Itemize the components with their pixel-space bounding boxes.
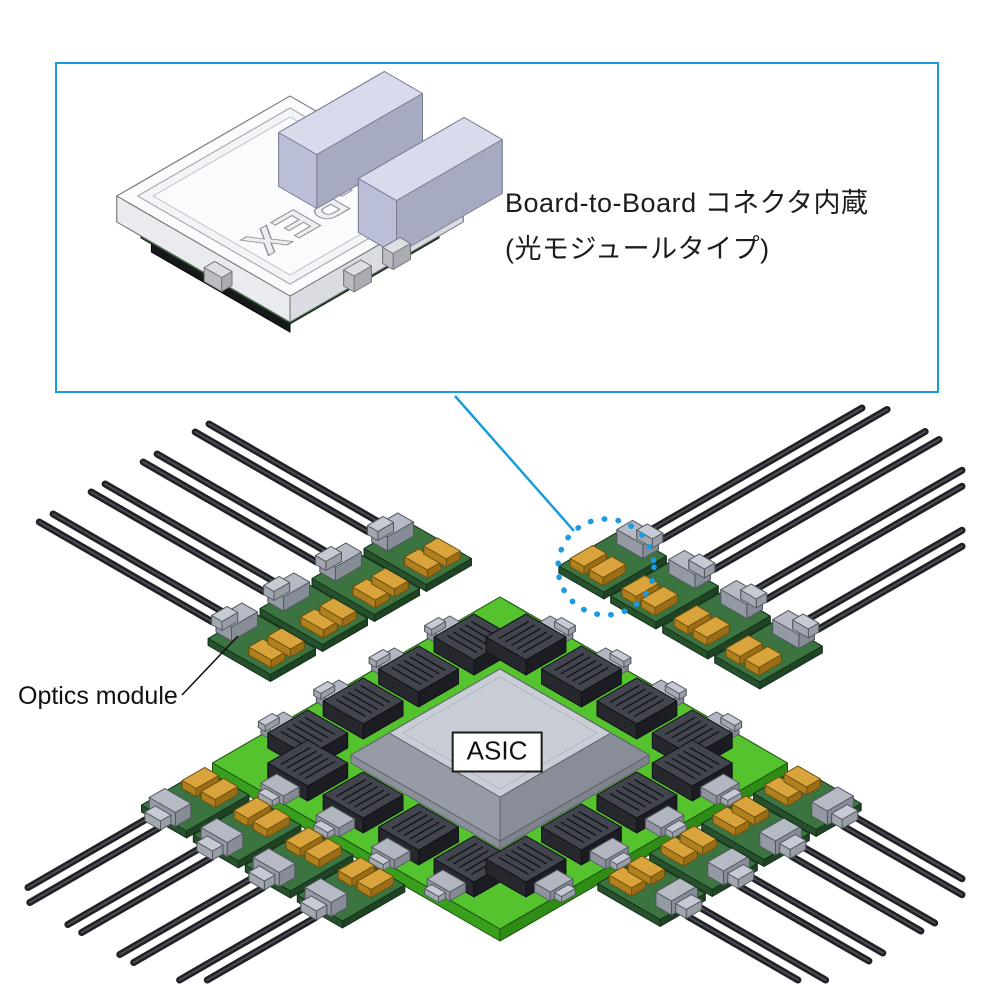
board-connector	[257, 739, 349, 807]
board-connector	[596, 677, 687, 740]
optics-module	[558, 404, 891, 600]
board-connector	[313, 771, 404, 839]
callout-box: Board-to-Board コネクタ内蔵 (光モジュールタイプ)	[55, 62, 939, 393]
board-connector	[424, 613, 515, 676]
annotations	[181, 395, 657, 696]
board-connector	[596, 771, 687, 839]
optics-group-upper-right	[558, 404, 966, 690]
board-connector	[368, 645, 459, 708]
highlight-circle	[555, 516, 657, 618]
optics-module	[176, 857, 406, 984]
callout-connector-render: I-PEX	[116, 71, 503, 333]
board-connector	[424, 835, 515, 903]
optics-module	[35, 510, 316, 682]
optics-module	[714, 526, 966, 690]
board-connectors	[257, 613, 743, 903]
callout-caption: Board-to-Board コネクタ内蔵 (光モジュールタイプ)	[505, 180, 869, 272]
optics-module	[116, 827, 354, 966]
asic-label: ASIC	[451, 731, 543, 773]
callout-title-line1: Board-to-Board コネクタ内蔵	[505, 188, 869, 218]
optics-module	[597, 855, 830, 984]
optics-group-lower-right	[597, 765, 966, 984]
board-connector	[485, 835, 576, 903]
optics-module	[701, 795, 939, 935]
optics-module	[64, 797, 302, 936]
optics-module	[649, 825, 887, 965]
asic-die	[350, 668, 650, 850]
board-connector	[368, 803, 459, 871]
board-connector	[651, 739, 743, 807]
optics-group-upper-left	[35, 420, 472, 682]
optics-module	[87, 480, 368, 652]
optics-module	[139, 450, 420, 622]
board-connector	[485, 613, 576, 676]
optics-label-leader-line	[181, 635, 239, 696]
optics-group-lower-left	[24, 767, 406, 984]
callout-leader-line	[454, 395, 575, 532]
optics-module	[191, 420, 472, 592]
optics-module-label: Optics module	[18, 682, 178, 710]
optics-module	[753, 765, 966, 899]
callout-title-line2: (光モジュールタイプ)	[505, 234, 770, 264]
board-connector	[313, 677, 404, 740]
board-connector	[541, 803, 632, 871]
optics-module	[662, 466, 966, 660]
board-connector	[541, 645, 632, 708]
